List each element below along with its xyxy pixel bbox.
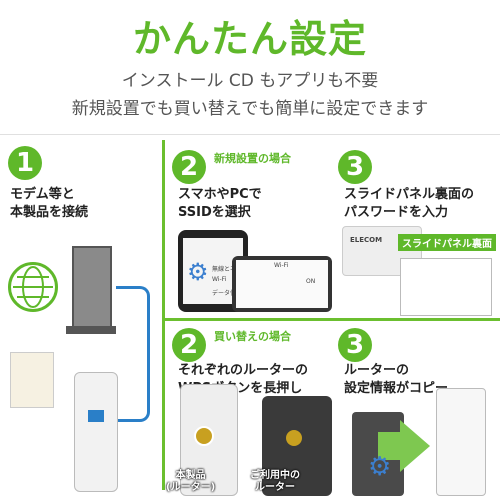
phone-menu-2: Wi-Fi [212, 276, 227, 283]
globe-icon [8, 262, 58, 312]
step1-number: 1 [8, 146, 42, 180]
arrow-right-icon [400, 420, 430, 472]
vertical-divider [162, 140, 165, 490]
wps-button-current [286, 430, 302, 446]
replace-step3-line2: 設定情報がコピー [344, 381, 449, 396]
step1-line1: モデム等と [10, 187, 75, 202]
arrow-right-icon-stem [378, 432, 402, 460]
replace-step3-number: 3 [338, 328, 372, 362]
new-step2-text: スマホやPCで SSIDを選択 [178, 186, 262, 222]
new-step3-line2: パスワードを入力 [344, 205, 449, 220]
current-router-badge: ご利用中の ルーター [250, 470, 300, 493]
step1-text: モデム等と 本製品を接続 [10, 186, 88, 222]
step1-line2: 本製品を接続 [10, 205, 89, 220]
gear-icon: ⚙ [187, 258, 209, 286]
page-title: かんたん設定 [132, 17, 367, 61]
this-router-back [74, 372, 118, 492]
slide-panel-label: スライドパネル裏面 [398, 234, 496, 251]
new-step2-number: 2 [172, 150, 206, 184]
wall-outlet [10, 352, 54, 408]
this-router [180, 384, 238, 496]
this-router-badge: 本製品 (ルーター) [166, 470, 216, 493]
current-router [262, 396, 332, 496]
new-install-tag: 新規設置の場合 [214, 152, 291, 165]
replace-step3-text: ルーターの 設定情報がコピー [344, 362, 448, 398]
tablet-on-label: ON [306, 278, 316, 285]
brand-logo: ELECOM [350, 236, 383, 244]
new-step3-text: スライドパネル裏面の パスワードを入力 [344, 186, 474, 222]
tablet-screen [236, 260, 328, 308]
subtitle-line-2: 新規設置でも買い替えでも簡単に設定できます [71, 99, 429, 119]
replace-step2-line1: それぞれのルーターの [178, 363, 309, 378]
top-divider [0, 134, 500, 135]
new-step3-line1: スライドパネル裏面の [344, 187, 475, 202]
replace-step3-line1: ルーターの [344, 363, 410, 378]
tablet [232, 256, 332, 312]
replace-tag: 買い替えの場合 [214, 330, 291, 343]
password-card [400, 258, 492, 316]
new-step3-number: 3 [338, 150, 372, 184]
modem-device [72, 246, 112, 332]
subtitle-line-1: インストール CD もアプリも不要 [121, 71, 379, 91]
new-step2-line1: スマホやPCで [178, 187, 262, 202]
horizontal-divider [164, 318, 500, 321]
replace-step2-number: 2 [172, 328, 206, 362]
new-router [436, 388, 486, 496]
wps-button [194, 426, 214, 446]
gear-icon: ⚙ [368, 452, 392, 482]
phone-menu-3: データ使用量 [212, 290, 249, 297]
tablet-wifi-label: Wi-Fi [274, 262, 289, 269]
new-step2-line2: SSIDを選択 [178, 205, 251, 220]
lan-cable [116, 286, 150, 422]
lan-port [88, 410, 104, 422]
modem-base [66, 326, 116, 334]
